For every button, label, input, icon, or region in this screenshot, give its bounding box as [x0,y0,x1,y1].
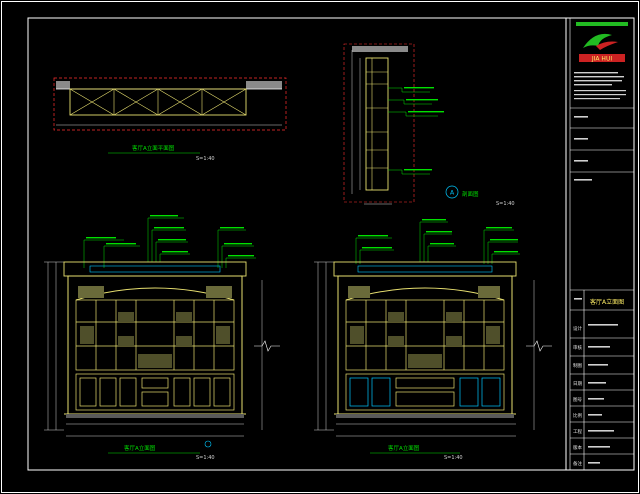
right-elevation-view: 客厅A立面图 S=1:40 [314,219,535,461]
section-callout-label: A [450,190,455,197]
plan-view: 客厅A立面平面图 S=1:40 [53,77,287,162]
svg-text:备注: 备注 [573,460,582,467]
svg-text:图号: 图号 [573,397,582,403]
left-elevation-marker [204,440,212,448]
section-view-scale: S=1:40 [496,201,515,207]
left-cornice [63,261,247,277]
svg-text:日期: 日期 [573,381,582,387]
plan-view-title: 客厅A立面平面图 [132,144,175,152]
plan-view-red-boundary [53,77,287,131]
drawing-inner-border [27,17,635,471]
logo-banner-text: JIA HUI [591,56,612,63]
section-view: A 剖面图 S=1:40 [343,43,515,207]
plan-wall-hatch-left [56,81,70,89]
title-block-drawing-name: 客厅A立面图 [590,298,624,306]
title-block-lines [570,107,634,470]
left-elevation-view: 客厅A立面图 S=1:40 [44,215,263,461]
title-block-row-labels: 设计 审核 制图 日期 图号 比例 工程 版本 备注 [573,325,582,467]
svg-text:版本: 版本 [573,444,582,451]
bird-logo-icon [583,33,612,48]
section-view-title: 剖面图 [462,190,479,198]
section-cabinet-body [365,57,389,191]
section-callout-marker [445,185,459,199]
title-block: JIA HUI [565,18,634,470]
plan-wall-hatch-right [246,81,282,89]
svg-text:比例: 比例 [573,412,582,419]
company-logo: JIA HUI [576,22,628,63]
right-cornice [333,261,517,277]
left-elevation-title: 客厅A立面图 [124,444,156,452]
right-elevation-title: 客厅A立面图 [388,444,420,452]
svg-text:审核: 审核 [573,344,582,351]
right-elevation-scale: S=1:40 [444,455,463,461]
svg-text:工程: 工程 [573,428,582,435]
left-elevation-scale: S=1:40 [196,455,215,461]
svg-text:设计: 设计 [573,325,582,332]
break-marks [254,340,552,352]
svg-text:制图: 制图 [573,362,582,369]
plan-view-scale: S=1:40 [196,156,215,162]
